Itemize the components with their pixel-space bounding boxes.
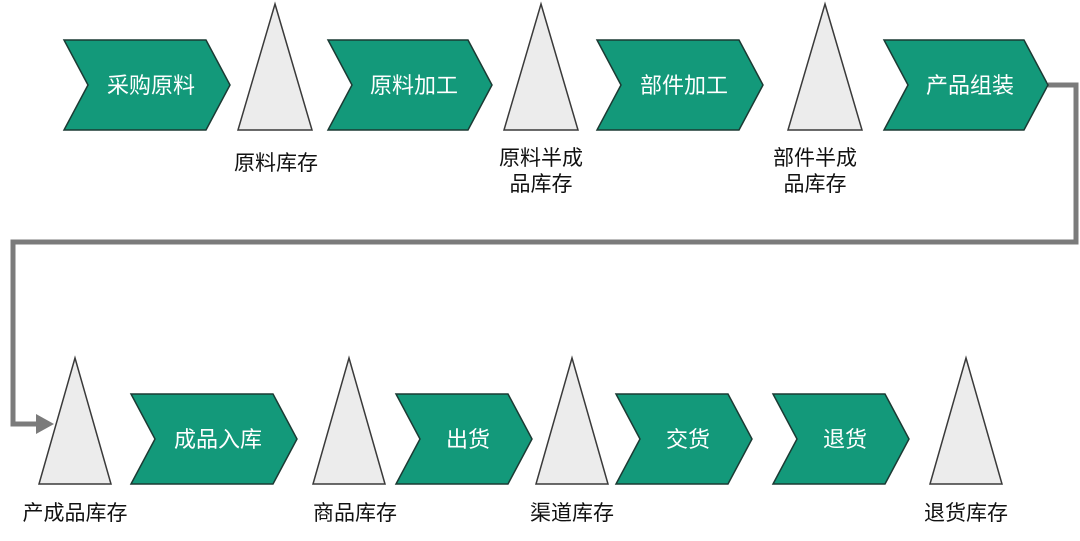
process-step-chevron — [771, 393, 910, 485]
process-step-chevron — [614, 393, 753, 485]
inventory-label: 原料库存 — [234, 151, 318, 175]
inventory-label: 品库存 — [784, 172, 847, 196]
process-step-chevron — [62, 39, 231, 131]
process-step-label: 退货 — [823, 428, 867, 453]
inventory-triangle — [786, 1, 864, 131]
process-step-chevron — [326, 39, 493, 131]
diagram-shapes: 采购原料原料加工部件加工产品组装原料库存原料半成品库存部件半成品库存成品入库出货… — [23, 1, 1049, 525]
inventory-node: 渠道库存 — [530, 355, 614, 525]
inventory-triangle — [236, 1, 314, 131]
row-connector — [10, 82, 1079, 434]
process-step-label: 交货 — [666, 428, 710, 453]
process-step: 成品入库 — [129, 393, 298, 485]
inventory-triangle — [535, 355, 609, 485]
inventory-node: 原料库存 — [234, 1, 318, 175]
connector-arrowhead — [36, 414, 54, 434]
process-step-label: 部件加工 — [640, 74, 728, 99]
process-step: 采购原料 — [62, 39, 231, 131]
inventory-triangle — [929, 355, 1003, 485]
inventory-label: 产成品库存 — [23, 501, 128, 525]
process-step-label: 产品组装 — [926, 74, 1014, 99]
inventory-node: 商品库存 — [312, 355, 397, 525]
inventory-node: 产成品库存 — [23, 355, 128, 525]
process-step: 退货 — [771, 393, 910, 485]
inventory-label: 商品库存 — [313, 501, 397, 525]
process-step-chevron — [595, 39, 764, 131]
process-step: 部件加工 — [595, 39, 764, 131]
process-step-label: 采购原料 — [107, 74, 195, 99]
process-step: 产品组装 — [882, 39, 1049, 131]
inventory-node: 退货库存 — [924, 355, 1008, 525]
process-step-chevron — [882, 39, 1049, 131]
inventory-triangle — [502, 1, 580, 131]
inventory-label: 退货库存 — [924, 501, 1008, 525]
inventory-label: 部件半成 — [773, 146, 857, 170]
process-step-label: 成品入库 — [174, 428, 262, 453]
inventory-label: 原料半成 — [499, 146, 583, 170]
process-step: 出货 — [394, 393, 533, 485]
process-step-chevron — [394, 393, 533, 485]
inventory-label: 品库存 — [510, 172, 573, 196]
row-connector-line — [10, 82, 1079, 427]
process-step-chevron — [129, 393, 298, 485]
process-step-label: 出货 — [446, 428, 490, 453]
process-step: 原料加工 — [326, 39, 493, 131]
inventory-label: 渠道库存 — [530, 501, 614, 525]
inventory-triangle — [38, 355, 112, 485]
inventory-triangle — [312, 355, 386, 485]
process-step: 交货 — [614, 393, 753, 485]
process-step-label: 原料加工 — [370, 74, 458, 99]
